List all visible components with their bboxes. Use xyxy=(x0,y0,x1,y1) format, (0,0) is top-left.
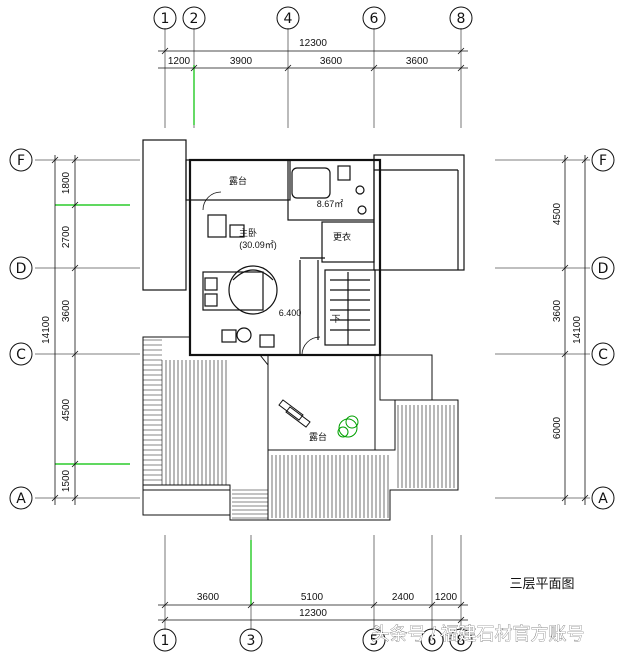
building-walls xyxy=(142,139,465,357)
stair-down-label: 下 xyxy=(331,314,340,324)
top-dim-4: 3600 xyxy=(406,56,429,67)
floor-level: 6.400 xyxy=(279,308,302,318)
axis-bottom-8: 8 xyxy=(457,633,466,649)
axis-right-C: C xyxy=(598,347,608,363)
right-dimensions: 4500 3600 6000 14100 xyxy=(552,202,583,439)
axis-bottom-6: 6 xyxy=(428,633,437,649)
room-balcony-north: 露台 xyxy=(229,175,247,186)
axis-bottom-5: 5 xyxy=(370,633,379,649)
axis-right-F: F xyxy=(599,153,607,169)
top-dim-1: 1200 xyxy=(168,56,191,67)
left-total-dim: 14100 xyxy=(41,316,52,344)
plant-icon xyxy=(337,415,359,438)
bottom-dim-2: 5100 xyxy=(301,592,324,603)
room-master-bedroom: 主卧 xyxy=(239,227,257,238)
bottom-dimensions: 3600 5100 2400 1200 12300 xyxy=(197,592,458,619)
right-dim-3: 6000 xyxy=(552,416,563,439)
top-total-dim: 12300 xyxy=(299,38,327,49)
grid-lines-vertical xyxy=(164,28,462,630)
axis-top-4: 4 xyxy=(284,11,293,27)
top-dim-2: 3900 xyxy=(230,56,253,67)
left-dim-3: 3600 xyxy=(61,299,72,322)
axis-top-6: 6 xyxy=(370,11,379,27)
room-terrace-south: 露台 xyxy=(309,431,327,442)
axis-bottom-1: 1 xyxy=(161,633,170,649)
room-labels: 露台 主卧 (30.09㎡) 8.67㎡ 更衣 6.400 下 露台 xyxy=(229,175,351,442)
drawing-title: 三层平面图 xyxy=(509,576,574,591)
axis-labels: 1 2 4 6 8 1 3 5 6 8 F D C A F D C A xyxy=(16,11,609,649)
axis-bubbles xyxy=(9,6,615,652)
top-dimensions: 12300 1200 3900 3600 3600 xyxy=(168,38,429,67)
watermark-text: 头条号 / 福建石材官方账号 xyxy=(371,624,584,644)
axis-left-C: C xyxy=(16,347,26,363)
room-bathroom: 8.67㎡ xyxy=(317,199,344,209)
grid-accent-green xyxy=(55,65,252,605)
bottom-dim-1: 3600 xyxy=(197,592,220,603)
dim-lines xyxy=(51,47,589,624)
left-dim-5: 1500 xyxy=(61,469,72,492)
axis-right-A: A xyxy=(598,491,608,507)
right-total-dim: 14100 xyxy=(572,316,583,344)
left-dimensions: 1800 2700 3600 4500 1500 14100 xyxy=(41,171,72,492)
axis-bottom-3: 3 xyxy=(247,633,256,649)
terrace-outlines xyxy=(142,336,459,521)
right-dim-2: 3600 xyxy=(552,299,563,322)
room-master-area: (30.09㎡) xyxy=(239,240,277,250)
top-dim-3: 3600 xyxy=(320,56,343,67)
axis-top-1: 1 xyxy=(161,11,170,27)
left-dim-1: 1800 xyxy=(61,171,72,194)
grid-lines-horizontal xyxy=(35,159,590,499)
right-dim-1: 4500 xyxy=(552,202,563,225)
bottom-dim-4: 1200 xyxy=(435,592,458,603)
axis-left-F: F xyxy=(17,153,25,169)
room-dressing: 更衣 xyxy=(333,231,351,242)
axis-top-2: 2 xyxy=(190,11,199,27)
left-dim-4: 4500 xyxy=(61,398,72,421)
left-dim-2: 2700 xyxy=(61,225,72,248)
axis-top-8: 8 xyxy=(457,11,466,27)
bottom-total-dim: 12300 xyxy=(299,608,327,619)
axis-right-D: D xyxy=(598,261,609,277)
lounge-chair-icon xyxy=(278,399,311,428)
terrace-hatching xyxy=(143,339,455,519)
bottom-dim-3: 2400 xyxy=(392,592,415,603)
axis-left-A: A xyxy=(16,491,26,507)
axis-left-D: D xyxy=(16,261,27,277)
